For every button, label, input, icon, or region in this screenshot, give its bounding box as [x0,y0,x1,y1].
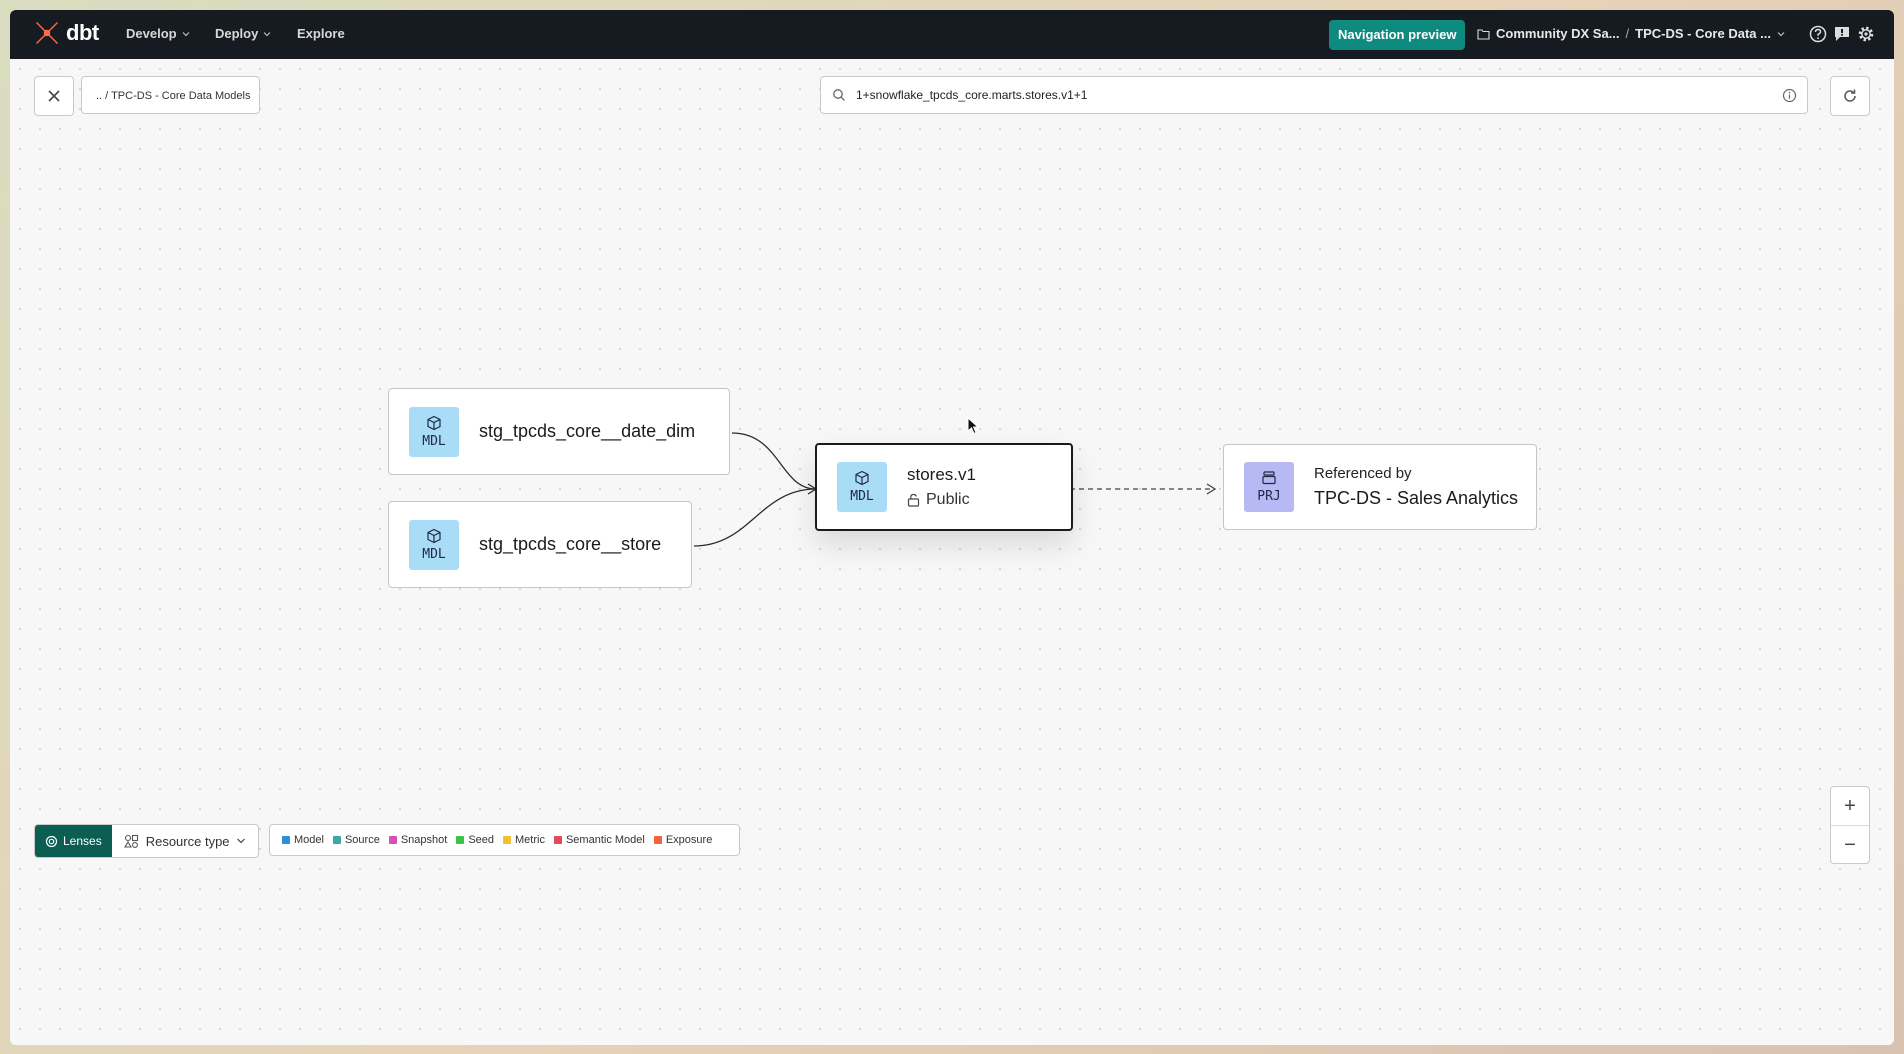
legend-item-metric: Metric [503,834,545,846]
chevron-down-icon [263,31,271,36]
badge-label: PRJ [1257,489,1281,504]
legend-label: Snapshot [400,834,448,846]
refresh-icon [1844,89,1856,102]
edge-date-dim-to-stores [731,432,817,490]
legend-item-snapshot: Snapshot [388,834,448,846]
model-node-stores-v1[interactable]: MDL stores.v1 Public [815,443,1073,531]
chevron-down-icon [236,838,245,844]
nav-explore[interactable]: Explore [297,26,345,41]
legend-swatch [456,836,465,844]
badge-label: MDL [850,489,874,504]
model-badge: MDL [409,519,459,570]
cube-icon [855,470,869,486]
edge-arrowhead [1206,483,1217,495]
legend-item-seed: Seed [456,834,494,846]
stack-icon [1262,471,1276,485]
zoom-out-button[interactable]: − [1831,825,1869,864]
close-icon [48,90,60,102]
breadcrumb-account[interactable]: Community DX Sa... [1496,26,1620,41]
top-nav-bar: dbt Develop Deploy Explore Navigation pr… [10,10,1894,59]
referenced-by-label: Referenced by [1314,465,1412,482]
nav-deploy-label: Deploy [215,26,259,41]
cube-icon [427,528,441,543]
breadcrumb-project[interactable]: TPC-DS - Core Data ... [1635,26,1771,41]
nav-develop-label: Develop [126,26,177,41]
app-window: dbt Develop Deploy Explore Navigation pr… [10,10,1894,1045]
resource-type-icon [123,834,138,848]
dbt-logo[interactable]: dbt [34,20,99,46]
lenses-button[interactable]: Lenses [35,825,112,857]
legend-item-exposure: Exposure [653,834,713,846]
model-badge: MDL [409,406,459,457]
legend-label: Seed [468,834,495,846]
edge-store-to-stores [693,488,817,547]
resource-legend: Model Source Snapshot Seed Metric Semant… [269,824,740,856]
model-badge: MDL [837,462,887,512]
lenses-label: Lenses [63,834,102,848]
legend-item-model: Model [282,834,324,846]
nav-explore-label: Explore [297,26,345,41]
resource-type-label: Resource type [145,833,230,849]
help-icon[interactable] [1808,24,1828,44]
lens-icon [45,835,58,847]
lineage-edges [693,432,1217,547]
legend-swatch [653,836,662,844]
zoom-in-button[interactable]: + [1844,794,1856,817]
logo-text: dbt [66,20,99,45]
model-node-store[interactable]: MDL stg_tpcds_core__store [388,501,692,588]
dbt-logo-icon [36,22,58,44]
resource-type-dropdown[interactable]: Resource type [112,825,258,857]
close-button[interactable] [34,76,74,116]
node-name: stg_tpcds_core__store [479,534,662,554]
project-breadcrumb[interactable]: Community DX Sa... / TPC-DS - Core Data … [1477,26,1785,41]
info-icon[interactable] [1782,88,1797,103]
nav-deploy[interactable]: Deploy [215,26,271,41]
refresh-button[interactable] [1830,76,1870,116]
legend-label: Exposure [665,834,713,846]
legend-label: Metric [515,834,545,846]
folder-icon [1477,28,1490,40]
chevron-down-icon [182,31,190,36]
legend-swatch [332,836,341,844]
selector-search-input[interactable]: 1+snowflake_tpcds_core.marts.stores.v1+1 [820,76,1808,114]
model-node-date-dim[interactable]: MDL stg_tpcds_core__date_dim [388,388,730,475]
legend-swatch [388,836,397,844]
node-text: stores.v1 Public [907,465,976,509]
legend-label: Model [294,834,324,846]
project-badge: PRJ [1244,462,1294,512]
zoom-controls: + − [1830,786,1870,864]
gear-icon[interactable] [1856,24,1876,44]
access-level: Public [907,491,976,509]
breadcrumb-separator: / [1625,26,1630,41]
project-node-sales-analytics[interactable]: PRJ Referenced by TPC-DS - Sales Analyti… [1223,444,1537,530]
legend-swatch [553,836,562,844]
legend-swatch [282,836,290,844]
node-name: stores.v1 [907,465,976,484]
nav-develop[interactable]: Develop [126,26,190,41]
legend-item-source: Source [332,834,380,846]
search-icon [833,89,845,101]
node-text: Referenced by TPC-DS - Sales Analytics [1314,465,1518,509]
badge-label: MDL [422,433,446,449]
cube-icon [427,415,441,430]
unlock-icon [907,493,920,507]
legend-item-semantic-model: Semantic Model [553,834,645,846]
lineage-path-breadcrumb[interactable]: .. / TPC-DS - Core Data Models [81,76,260,114]
legend-swatch [503,836,512,844]
legend-label: Source [344,834,380,846]
mouse-cursor-icon [967,417,979,435]
lineage-canvas[interactable]: .. / TPC-DS - Core Data Models 1+snowfla… [10,59,1894,1045]
search-value[interactable]: 1+snowflake_tpcds_core.marts.stores.v1+1 [856,88,1088,102]
node-name: TPC-DS - Sales Analytics [1314,488,1519,508]
access-label: Public [926,491,970,508]
navigation-preview-button[interactable]: Navigation preview [1329,20,1466,50]
feedback-icon[interactable] [1832,24,1852,44]
badge-label: MDL [422,546,446,562]
legend-label: Semantic Model [565,834,645,846]
chevron-down-icon [1777,31,1785,36]
node-name: stg_tpcds_core__date_dim [479,421,696,441]
lenses-toolbar: Lenses Resource type [34,824,259,858]
